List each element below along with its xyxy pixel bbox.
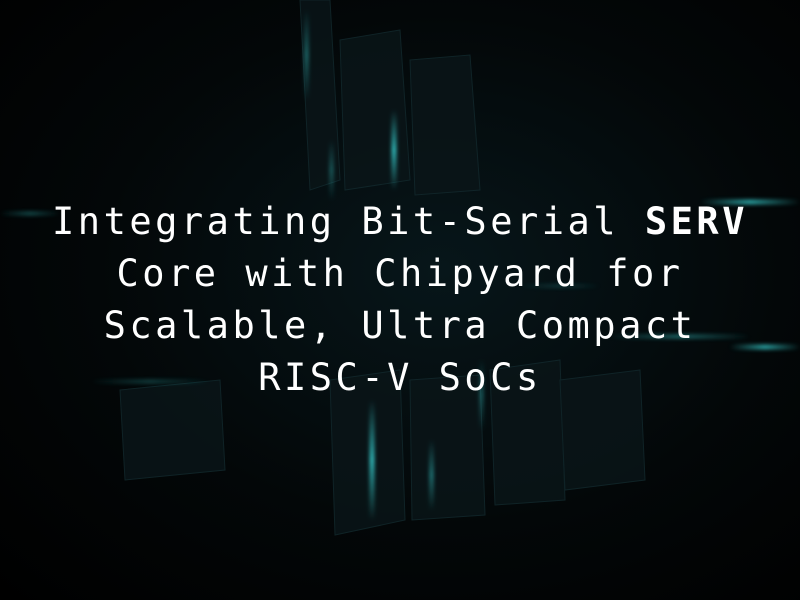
page-title: Integrating Bit-Serial SERV Core with Ch…	[0, 196, 800, 404]
title-line-3: Scalable, Ultra Compact	[103, 304, 697, 347]
title-emphasis-serv: SERV	[644, 200, 748, 243]
title-line-4: RISC-V SoCs	[258, 356, 542, 399]
title-line-2: Core with Chipyard for	[116, 252, 684, 295]
title-line-1: Integrating Bit-Serial SERV	[0, 196, 800, 248]
title-line-1-text: Integrating Bit-Serial	[52, 200, 645, 243]
